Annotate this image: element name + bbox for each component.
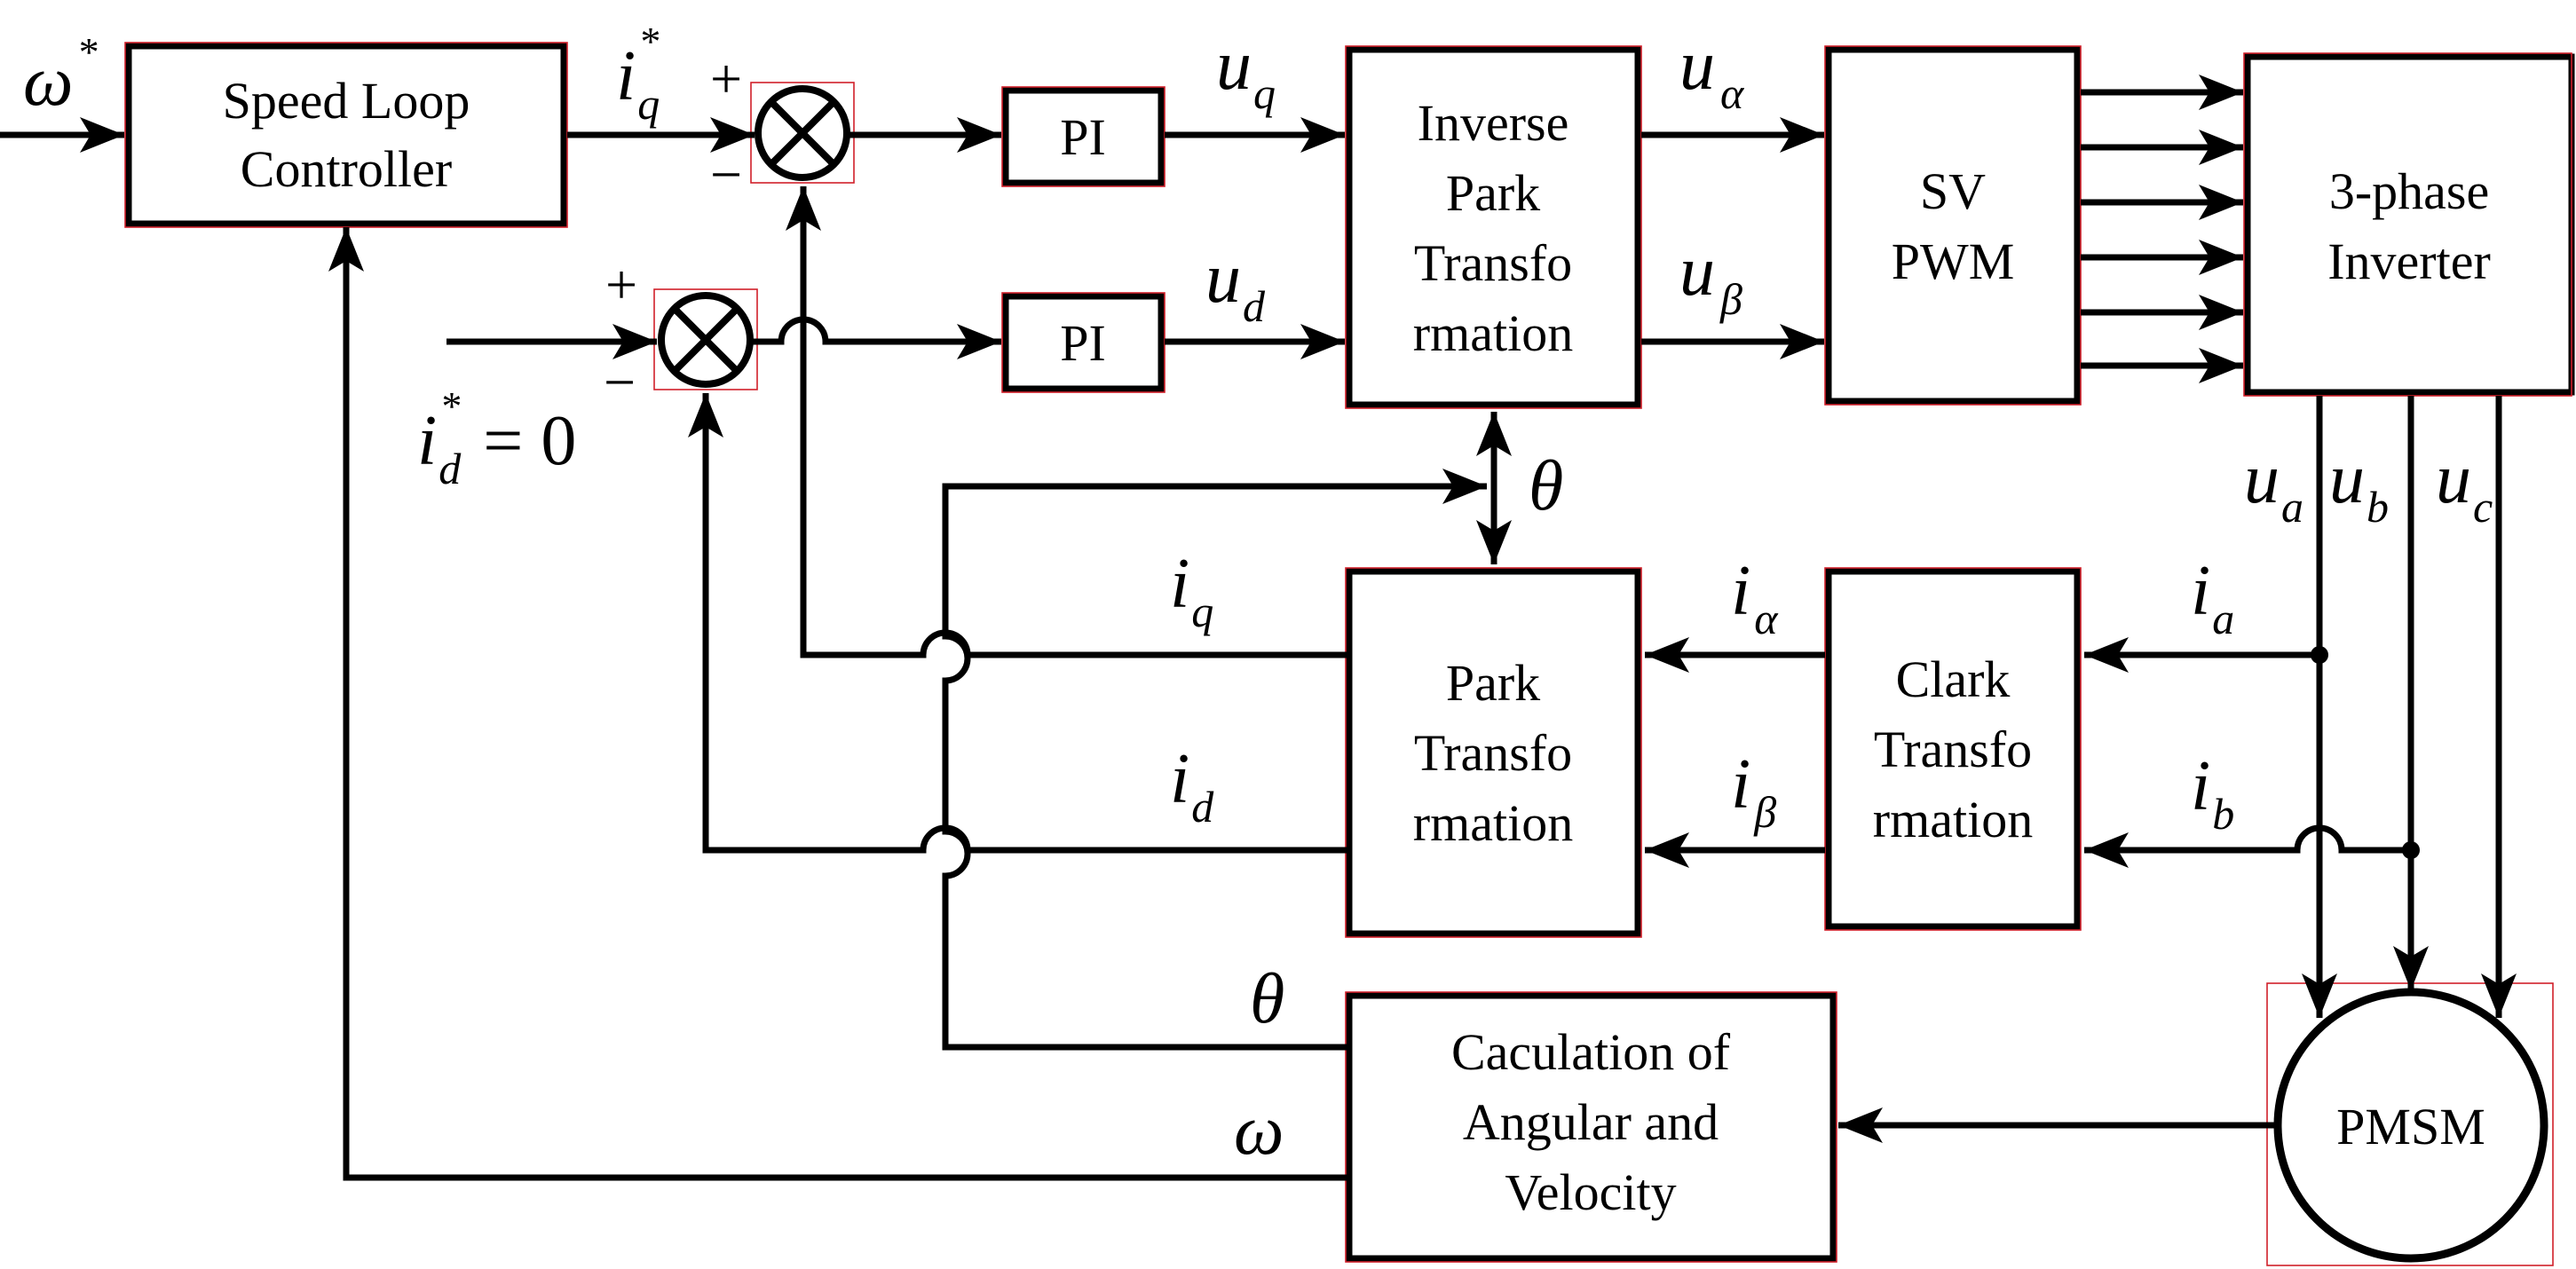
label-omega-feedback: ω xyxy=(1234,1092,1284,1170)
inv-park-label-4: rmation xyxy=(1413,304,1573,362)
pmsm-motor: PMSM xyxy=(2266,982,2554,1266)
park-label-1: Park xyxy=(1446,654,1540,712)
label-ud: ud xyxy=(1205,240,1266,331)
park-block: Park Transfo rmation xyxy=(1345,567,1642,938)
label-theta-top: θ xyxy=(1529,447,1563,525)
label-ia: ia xyxy=(2191,552,2234,643)
junction-dot-ib xyxy=(2402,841,2420,859)
label-ua: ua xyxy=(2244,440,2303,532)
inverter-block: 3-phase Inverter xyxy=(2243,52,2575,397)
sum-q-minus-sign: − xyxy=(710,143,742,206)
wire-sumd-pid xyxy=(750,316,1001,359)
speed-loop-label-2: Controller xyxy=(241,140,452,198)
inv-park-label-2: Park xyxy=(1446,164,1540,222)
label-id-feedback: id xyxy=(1170,740,1214,832)
label-uc: uc xyxy=(2436,440,2493,532)
sum-d-plus-sign: + xyxy=(605,253,637,316)
clark-label-2: Transfo xyxy=(1874,721,2032,778)
calc-label-3: Velocity xyxy=(1505,1163,1676,1221)
wire-iq-feedback xyxy=(786,186,1347,658)
calc-label-1: Caculation of xyxy=(1451,1023,1731,1081)
clark-label-1: Clark xyxy=(1896,650,2011,708)
speed-loop-controller-block: Speed Loop Controller xyxy=(124,42,568,228)
label-iq-feedback: iq xyxy=(1170,545,1213,636)
label-i-alpha: iα xyxy=(1731,552,1779,643)
sum-junction-q xyxy=(750,82,855,184)
label-omega-ref: ω* xyxy=(23,29,97,121)
pi-q-block: PI xyxy=(1001,86,1166,187)
svpwm-label-1: SV xyxy=(1920,162,1986,220)
inverse-park-block: Inverse Park Transfo rmation xyxy=(1345,45,1642,409)
label-ub: ub xyxy=(2329,440,2389,532)
label-uq: uq xyxy=(1216,27,1276,118)
wire-ib xyxy=(2084,824,2411,868)
park-label-3: rmation xyxy=(1413,794,1573,852)
park-label-2: Transfo xyxy=(1414,724,1572,782)
speed-loop-label-1: Speed Loop xyxy=(223,72,470,130)
inv-park-label-3: Transfo xyxy=(1414,234,1572,292)
inverter-label-2: Inverter xyxy=(2327,233,2491,290)
label-iq-ref: iq* xyxy=(616,19,660,129)
wire-id-feedback xyxy=(688,393,1347,854)
wire-omega-feedback xyxy=(328,227,1347,1181)
svpwm-block: SV PWM xyxy=(1824,45,2082,406)
label-i-beta: iβ xyxy=(1731,745,1776,837)
inverter-label-1: 3-phase xyxy=(2329,162,2489,220)
signal-wires xyxy=(0,75,2517,1181)
pi-d-label: PI xyxy=(1060,314,1106,372)
sum-q-plus-sign: + xyxy=(710,47,742,110)
junction-dot-ia xyxy=(2311,646,2328,664)
clark-block: Clark Transfo rmation xyxy=(1824,567,2082,931)
svpwm-label-2: PWM xyxy=(1892,233,2015,290)
pi-d-block: PI xyxy=(1001,292,1166,393)
calc-label-2: Angular and xyxy=(1463,1093,1719,1151)
calc-angular-velocity-block: Caculation of Angular and Velocity xyxy=(1345,991,1837,1263)
label-ib: ib xyxy=(2191,747,2234,839)
inv-park-label-1: Inverse xyxy=(1418,94,1569,152)
clark-label-3: rmation xyxy=(1873,791,2033,848)
label-id-ref: id* = 0 xyxy=(417,383,576,493)
pmsm-label: PMSM xyxy=(2336,1098,2485,1155)
sum-junction-d xyxy=(653,288,758,390)
pi-q-label: PI xyxy=(1060,108,1106,166)
label-theta-calc: θ xyxy=(1250,960,1284,1038)
sum-d-minus-sign: − xyxy=(604,351,636,414)
